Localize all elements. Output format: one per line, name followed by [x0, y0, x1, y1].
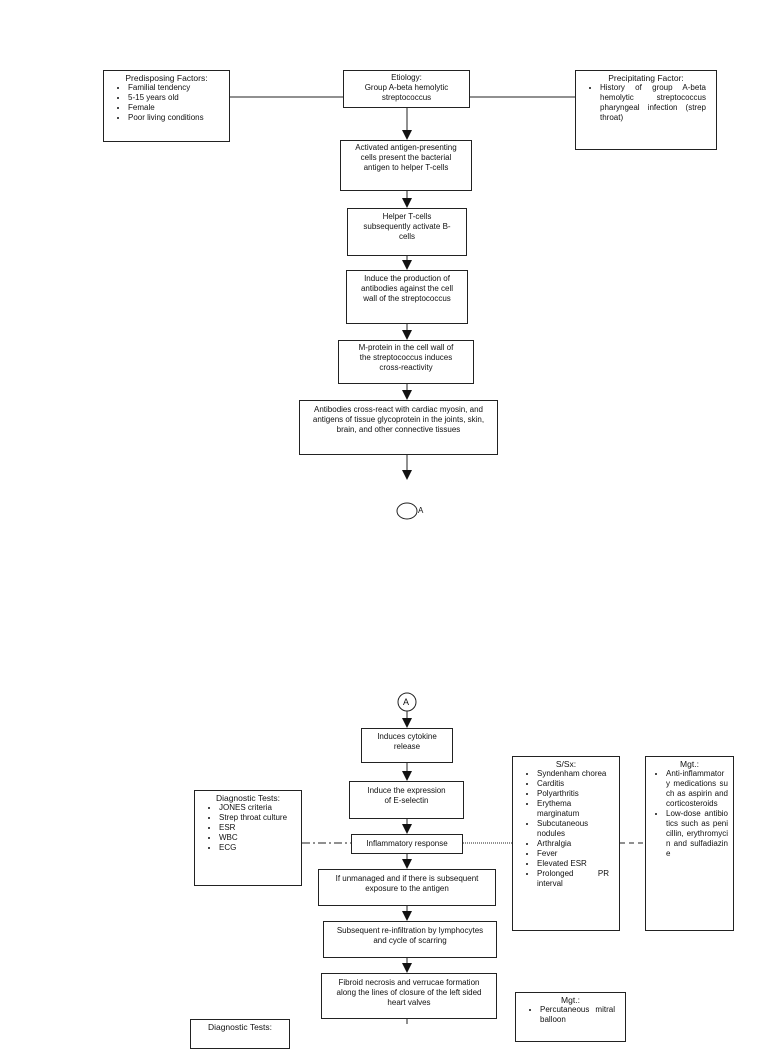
predisposing-factors-box: Predisposing Factors: Familial tendency5…: [103, 70, 230, 142]
box-title: Mgt.:: [680, 759, 699, 769]
list-item: JONES criteria: [219, 803, 293, 813]
box-title: S/Sx:: [555, 759, 577, 769]
flow-step: M-protein in the cell wall of the strept…: [338, 340, 474, 384]
flow-step: Induces cytokine release: [361, 728, 453, 763]
box-title: Etiology:: [391, 73, 422, 82]
list-item: Polyarthritis: [537, 789, 609, 799]
list-item: History of group A-beta hemolytic strept…: [600, 83, 706, 123]
list-item: Syndenham chorea: [537, 769, 609, 779]
connector-label-a: A: [418, 506, 424, 515]
flow-step: Induce the expression of E-selectin: [349, 781, 464, 819]
management-box: Mgt.: Anti-inflammatory medications such…: [645, 756, 734, 931]
list-item: 5-15 years old: [128, 93, 225, 103]
list-item: WBC: [219, 833, 293, 843]
list-item: Anti-inflammatory medications such as as…: [666, 769, 728, 809]
list-item: Familial tendency: [128, 83, 225, 93]
list-item: Strep throat culture: [219, 813, 293, 823]
diagnostic-tests-box: Diagnostic Tests: JONES criteriaStrep th…: [194, 790, 302, 886]
box-title: Precipitating Factor:: [608, 73, 684, 83]
precipitating-factor-box: Precipitating Factor: History of group A…: [575, 70, 717, 150]
list-item: ESR: [219, 823, 293, 833]
list-item: Carditis: [537, 779, 609, 789]
list-item: Prolonged PR interval: [537, 869, 609, 889]
list-item: Arthralgia: [537, 839, 609, 849]
list-item: Subcutaneous nodules: [537, 819, 609, 839]
flow-step: If unmanaged and if there is subsequent …: [318, 869, 496, 906]
list-item: Elevated ESR: [537, 859, 609, 869]
connector-label-a-top: A: [403, 697, 410, 707]
flow-step: Activated antigen-presenting cells prese…: [340, 140, 472, 191]
list-item: Low-dose antibiotics such as penicillin,…: [666, 809, 728, 859]
management-box-2: Mgt.: Percutaneous mitral balloon: [515, 992, 626, 1042]
box-title: Predisposing Factors:: [125, 73, 208, 83]
list-item: Female: [128, 103, 225, 113]
list-item: Fever: [537, 849, 609, 859]
signs-symptoms-box: S/Sx: Syndenham choreaCarditisPolyarthri…: [512, 756, 620, 931]
box-title: Diagnostic Tests:: [215, 793, 281, 803]
list-item: Poor living conditions: [128, 113, 225, 123]
connector-lines: [230, 96, 645, 1024]
flow-step: Inflammatory response: [351, 834, 463, 854]
flow-step: Helper T-cells subsequently activate B-c…: [347, 208, 467, 256]
box-title: Mgt.:: [561, 995, 580, 1005]
flow-step: Antibodies cross-react with cardiac myos…: [299, 400, 498, 455]
etiology-box: Etiology: Group A-beta hemolytic strepto…: [343, 70, 470, 108]
list-item: ECG: [219, 843, 293, 853]
list-item: Percutaneous mitral balloon: [540, 1005, 615, 1025]
box-text: Group A-beta hemolytic streptococcus: [364, 83, 449, 102]
list-item: Erythema marginatum: [537, 799, 609, 819]
flow-step: Subsequent re-infiltration by lymphocyte…: [323, 921, 497, 958]
flow-step: Fibroid necrosis and verrucae formation …: [321, 973, 497, 1019]
flow-step: Induce the production of antibodies agai…: [346, 270, 468, 324]
